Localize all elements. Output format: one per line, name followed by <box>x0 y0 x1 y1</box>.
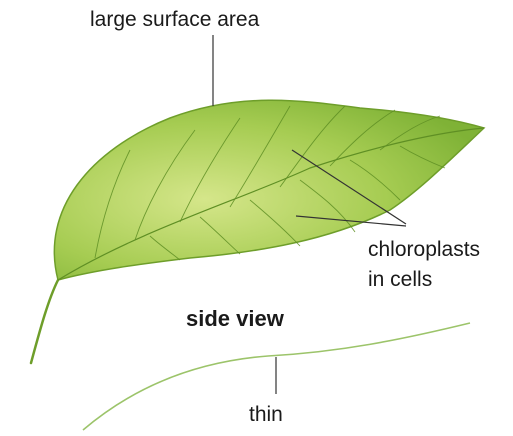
leaf-stalk <box>31 280 58 363</box>
label-chloroplasts: chloroplasts <box>368 238 480 261</box>
label-in-cells: in cells <box>368 268 432 291</box>
label-large-surface-area: large surface area <box>90 8 260 31</box>
label-side-view: side view <box>186 306 285 331</box>
label-thin: thin <box>249 403 283 426</box>
